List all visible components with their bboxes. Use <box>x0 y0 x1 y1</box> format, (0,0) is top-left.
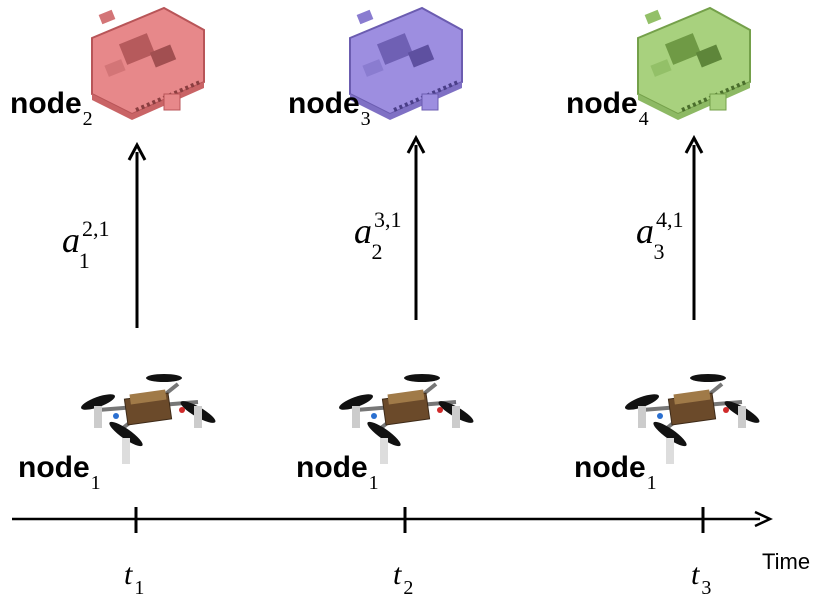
time-axis-label: Time <box>762 549 810 574</box>
drone-icon <box>80 374 216 464</box>
arrow-1-head <box>127 141 147 161</box>
board-node-label-2: node2 <box>10 87 93 130</box>
circuit-board-icon <box>349 6 463 120</box>
drone-node-label-1b: node1 <box>296 451 379 494</box>
arrow-2-head <box>406 134 426 154</box>
drone-node-label-1: node1 <box>18 451 101 494</box>
drone-icon <box>624 374 760 464</box>
board-node-label-4: node4 <box>566 87 649 130</box>
circuit-board-icon <box>91 6 205 120</box>
drone-icon <box>338 374 474 464</box>
drone-node-label-1c: node1 <box>574 451 657 494</box>
arrow-3-head <box>684 134 704 154</box>
board-node-label-3: node3 <box>288 87 371 130</box>
circuit-board-icon <box>637 6 751 120</box>
message-arrows <box>127 134 704 328</box>
time-axis-arrowhead <box>754 510 773 528</box>
